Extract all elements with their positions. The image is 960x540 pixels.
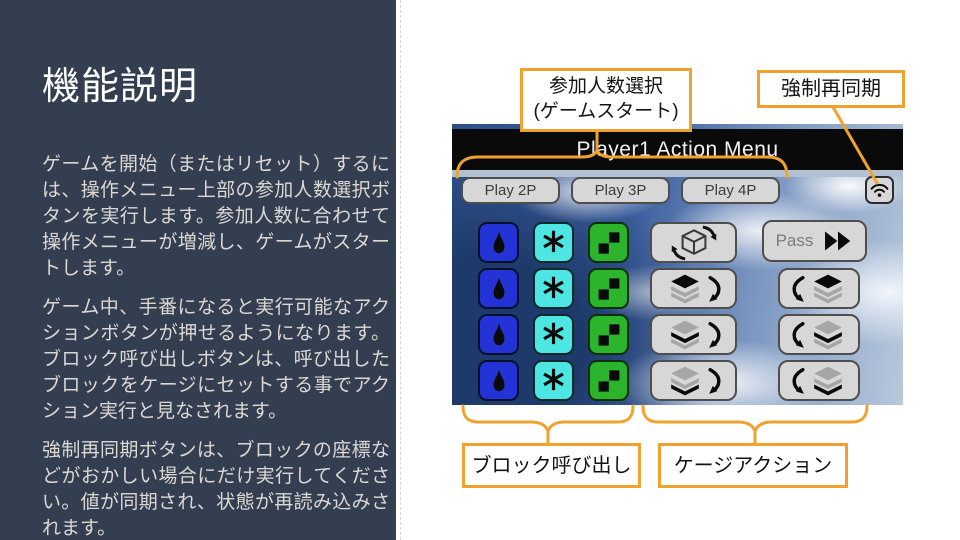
layers-level2-icon — [666, 320, 704, 350]
layers-level2-icon — [809, 320, 847, 350]
block-call-blue-button[interactable] — [478, 360, 519, 401]
paragraph-resync: 強制再同期ボタンは、ブロックの座標などがおかしい場合にだけ実行してください。値が… — [42, 440, 390, 539]
block-call-cyan-button[interactable] — [533, 268, 574, 309]
block-call-green-button[interactable] — [588, 314, 629, 355]
asterisk-icon — [540, 367, 567, 394]
rotate-right-arrow-icon — [708, 275, 721, 303]
rotate-right-arrow-icon — [708, 321, 721, 349]
game-header: Player1 Action Menu — [452, 129, 903, 170]
rotate-left-arrow-icon — [792, 321, 805, 349]
block-call-cyan-button[interactable] — [533, 222, 574, 263]
play-2p-button[interactable]: Play 2P — [461, 177, 560, 204]
block-call-blue-button[interactable] — [478, 268, 519, 309]
asterisk-icon — [540, 275, 567, 302]
cage-level3-rotate-right-button[interactable] — [650, 360, 737, 401]
checker-icon — [596, 322, 622, 348]
callout-resync: 強制再同期 — [757, 70, 905, 108]
callout-block-call: ブロック呼び出し — [462, 443, 641, 488]
block-call-cyan-button[interactable] — [533, 314, 574, 355]
force-resync-button[interactable] — [865, 176, 894, 204]
play-4p-button[interactable]: Play 4P — [681, 177, 780, 204]
block-call-cyan-button[interactable] — [533, 360, 574, 401]
page-title: 機能説明 — [42, 66, 199, 108]
callout-participants: 参加人数選択 (ゲームスタート) — [520, 68, 692, 132]
block-call-blue-button[interactable] — [478, 222, 519, 263]
game-toolbar-strip — [452, 170, 903, 177]
cage-level3-rotate-left-button[interactable] — [778, 360, 860, 401]
cage-level2-rotate-left-button[interactable] — [778, 314, 860, 355]
water-drop-icon — [486, 276, 512, 302]
block-call-green-button[interactable] — [588, 360, 629, 401]
game-screenshot: Player1 Action Menu Play 2P Play 3P Play… — [452, 124, 903, 405]
cage-level1-rotate-right-button[interactable] — [650, 268, 737, 309]
play-3p-button[interactable]: Play 3P — [571, 177, 670, 204]
callout-cage-action: ケージアクション — [658, 443, 848, 488]
cube-rotate-icon — [668, 224, 720, 262]
block-call-green-button[interactable] — [588, 268, 629, 309]
block-call-blue-button[interactable] — [478, 314, 519, 355]
water-drop-icon — [486, 368, 512, 394]
fast-forward-icon — [823, 230, 853, 252]
cage-level2-rotate-right-button[interactable] — [650, 314, 737, 355]
pass-label: Pass — [775, 231, 814, 250]
block-call-green-button[interactable] — [588, 222, 629, 263]
water-drop-icon — [486, 322, 512, 348]
layers-level3-icon — [809, 366, 847, 396]
rotate-right-arrow-icon — [708, 367, 721, 395]
rotate-left-arrow-icon — [792, 367, 805, 395]
paragraph-actions: ゲーム中、手番になると実行可能なアクションボタンが押せるようになります。ブロック… — [42, 297, 390, 422]
asterisk-icon — [540, 229, 567, 256]
rotate-left-arrow-icon — [792, 275, 805, 303]
left-panel: 機能説明 ゲームを開始（またはリセット）するには、操作メニュー上部の参加人数選択… — [0, 0, 396, 540]
checker-icon — [596, 230, 622, 256]
cage-rotate-button[interactable] — [650, 222, 737, 263]
cage-level1-rotate-left-button[interactable] — [778, 268, 860, 309]
wifi-icon — [869, 182, 890, 198]
body-text: ゲームを開始（またはリセット）するには、操作メニュー上部の参加人数選択ボタンを実… — [42, 152, 390, 540]
game-title: Player1 Action Menu — [576, 137, 779, 161]
panel-divider — [400, 0, 401, 540]
checker-icon — [596, 276, 622, 302]
layers-level3-icon — [666, 366, 704, 396]
asterisk-icon — [540, 321, 567, 348]
callout-participants-line1: 参加人数選択 — [548, 76, 663, 98]
layers-level1-icon — [666, 274, 704, 304]
pass-button[interactable]: Pass — [762, 220, 867, 262]
checker-icon — [596, 368, 622, 394]
layers-level1-icon — [809, 274, 847, 304]
water-drop-icon — [486, 230, 512, 256]
paragraph-start: ゲームを開始（またはリセット）するには、操作メニュー上部の参加人数選択ボタンを実… — [42, 154, 390, 279]
callout-participants-line2: (ゲームスタート) — [533, 101, 679, 122]
